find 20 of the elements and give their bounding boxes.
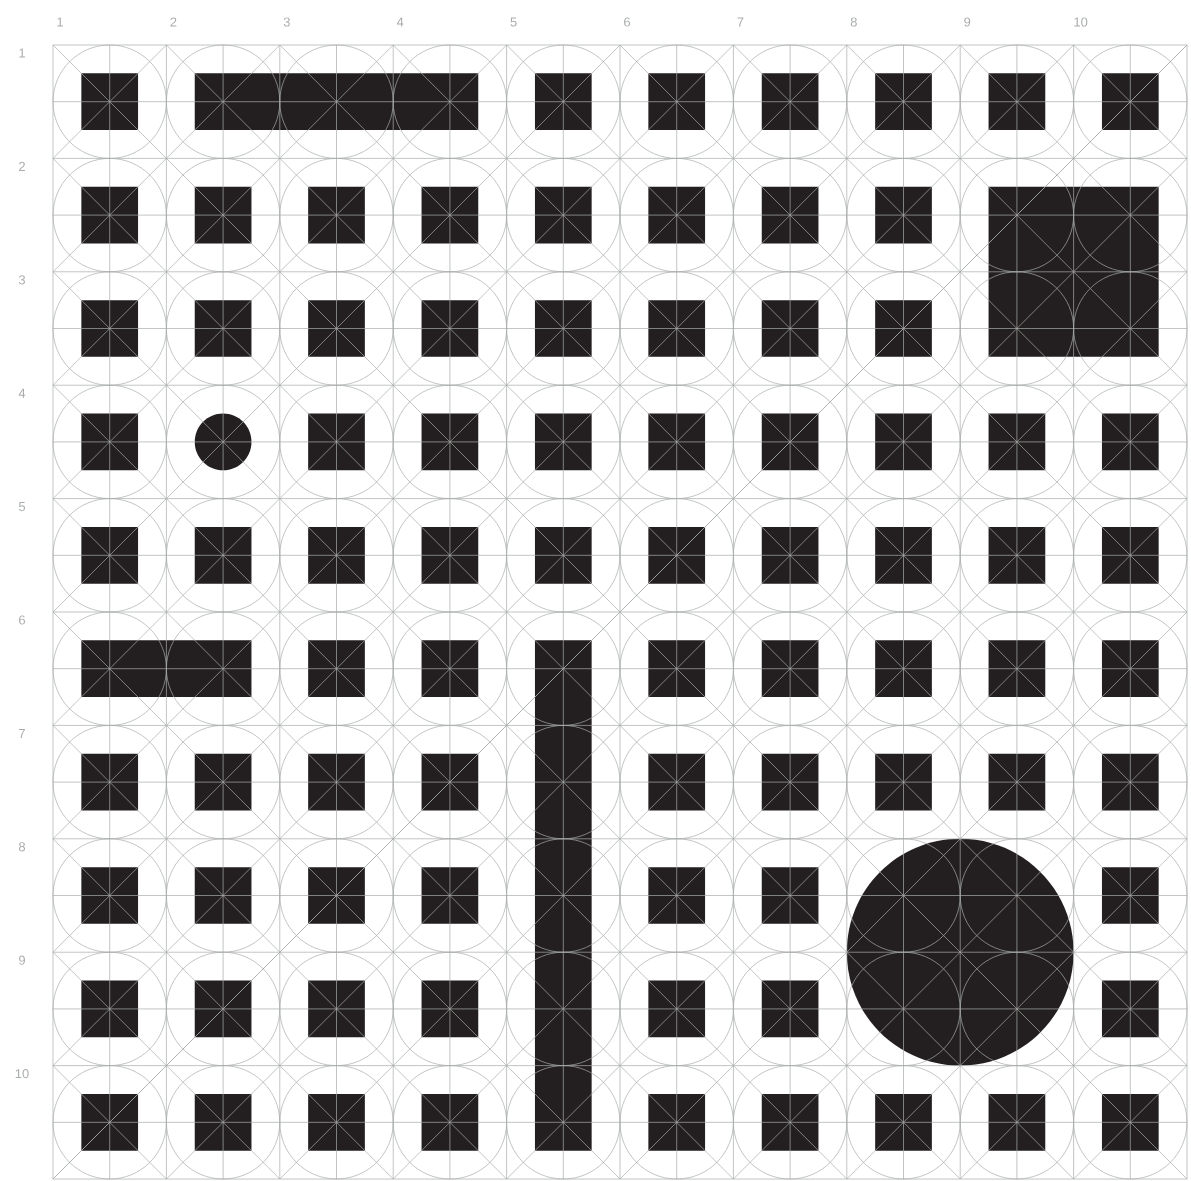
column-number: 4 (396, 17, 404, 27)
row-number: 7 (19, 728, 25, 738)
column-number: 8 (850, 17, 857, 27)
row-number: 8 (18, 842, 26, 852)
row-number: 6 (19, 615, 26, 625)
column-number: 7 (737, 17, 744, 27)
column-number: 3 (283, 17, 290, 27)
column-number: 2 (170, 17, 177, 27)
row-number: 9 (19, 955, 25, 965)
column-number: 10 (1074, 17, 1088, 27)
column-number: 9 (964, 17, 971, 27)
column-number: 6 (624, 17, 631, 27)
row-number: 10 (15, 1069, 29, 1079)
column-number: 5 (510, 17, 517, 27)
row-number: 2 (19, 161, 25, 171)
row-number: 4 (18, 388, 26, 398)
row-number: 3 (18, 275, 26, 285)
column-number: 1 (57, 17, 63, 27)
row-number: 1 (19, 48, 25, 58)
row-number: 5 (18, 502, 26, 512)
